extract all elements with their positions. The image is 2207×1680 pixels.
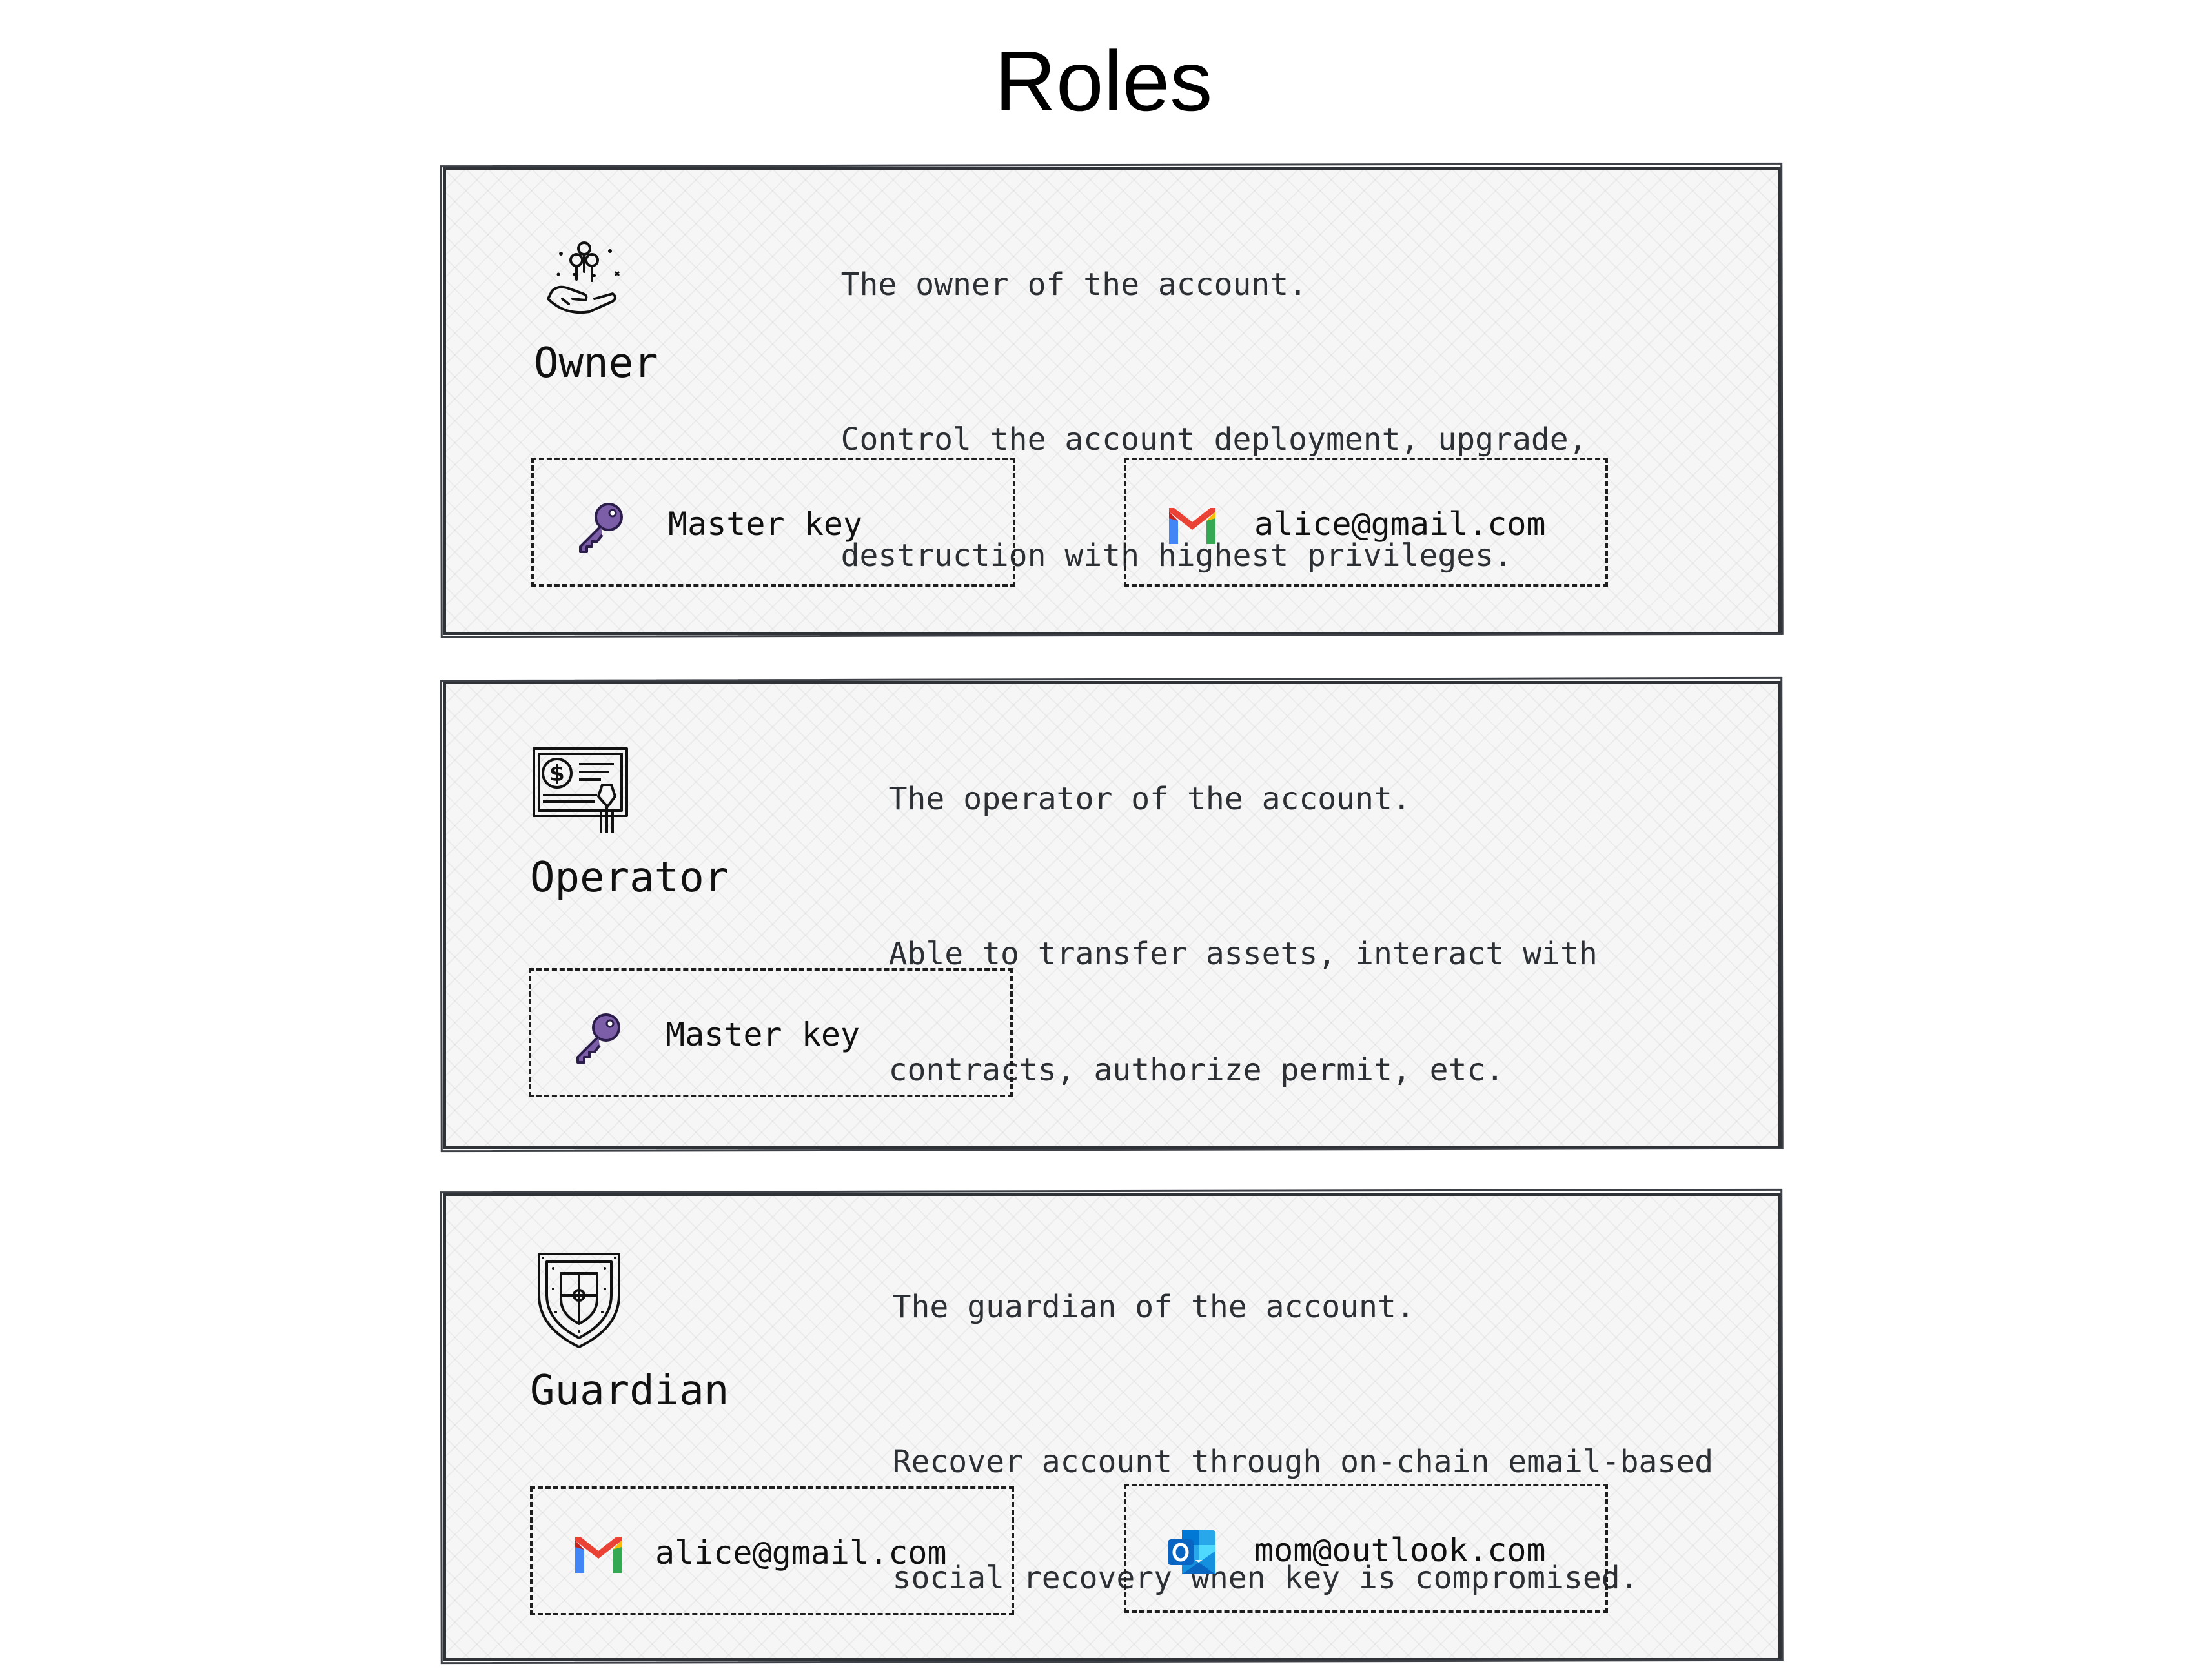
role-summary: The operator of the account. — [888, 781, 1411, 817]
role-name: Owner — [534, 339, 658, 387]
role-card-guardian: Guardian The guardian of the account. Re… — [443, 1193, 1782, 1661]
role-summary: The owner of the account. — [840, 267, 1308, 303]
page-title: Roles — [994, 34, 1213, 128]
credential-gmail: alice@gmail.com — [1124, 458, 1608, 587]
credential-label: Master key — [668, 505, 863, 543]
credential-label: Master key — [666, 1016, 860, 1053]
role-detail-line: destruction with highest privileges. — [840, 538, 1512, 574]
role-summary: The guardian of the account. — [892, 1289, 1415, 1325]
signed-check-icon: $ — [533, 747, 628, 833]
role-name: Guardian — [530, 1367, 729, 1415]
role-description: The owner of the account. Control the ac… — [766, 227, 1587, 614]
credential-gmail: alice@gmail.com — [530, 1486, 1014, 1615]
outlook-icon — [1168, 1530, 1215, 1574]
credential-label: mom@outlook.com — [1254, 1532, 1546, 1569]
role-description: The guardian of the account. Recover acc… — [818, 1249, 1714, 1636]
credential-label: alice@gmail.com — [1254, 505, 1546, 543]
gmail-icon — [575, 1537, 622, 1573]
svg-text:$: $ — [549, 761, 565, 787]
role-detail-line: Recover account through on-chain email-b… — [892, 1444, 1714, 1480]
role-detail-line: Able to transfer assets, interact with — [888, 936, 1598, 972]
role-detail-line: Control the account deployment, upgrade, — [840, 421, 1587, 458]
role-detail-line: social recovery when key is compromised. — [892, 1560, 1639, 1596]
credential-master-key: Master key — [529, 968, 1013, 1097]
gmail-icon — [1169, 508, 1215, 544]
shield-icon — [538, 1253, 620, 1348]
role-name: Operator — [530, 854, 729, 902]
key-icon — [576, 1013, 620, 1064]
key-icon — [579, 503, 623, 553]
role-description: The operator of the account. Able to tra… — [814, 741, 1598, 1128]
role-card-operator: $ Operator The operator of the account. … — [443, 681, 1782, 1149]
role-detail-line: contracts, authorize permit, etc. — [888, 1052, 1505, 1088]
credential-master-key: Master key — [531, 458, 1015, 587]
credential-outlook: mom@outlook.com — [1124, 1484, 1608, 1613]
role-card-owner: Owner The owner of the account. Control … — [443, 167, 1782, 635]
credential-label: alice@gmail.com — [655, 1534, 947, 1572]
hand-keys-icon — [547, 241, 620, 314]
